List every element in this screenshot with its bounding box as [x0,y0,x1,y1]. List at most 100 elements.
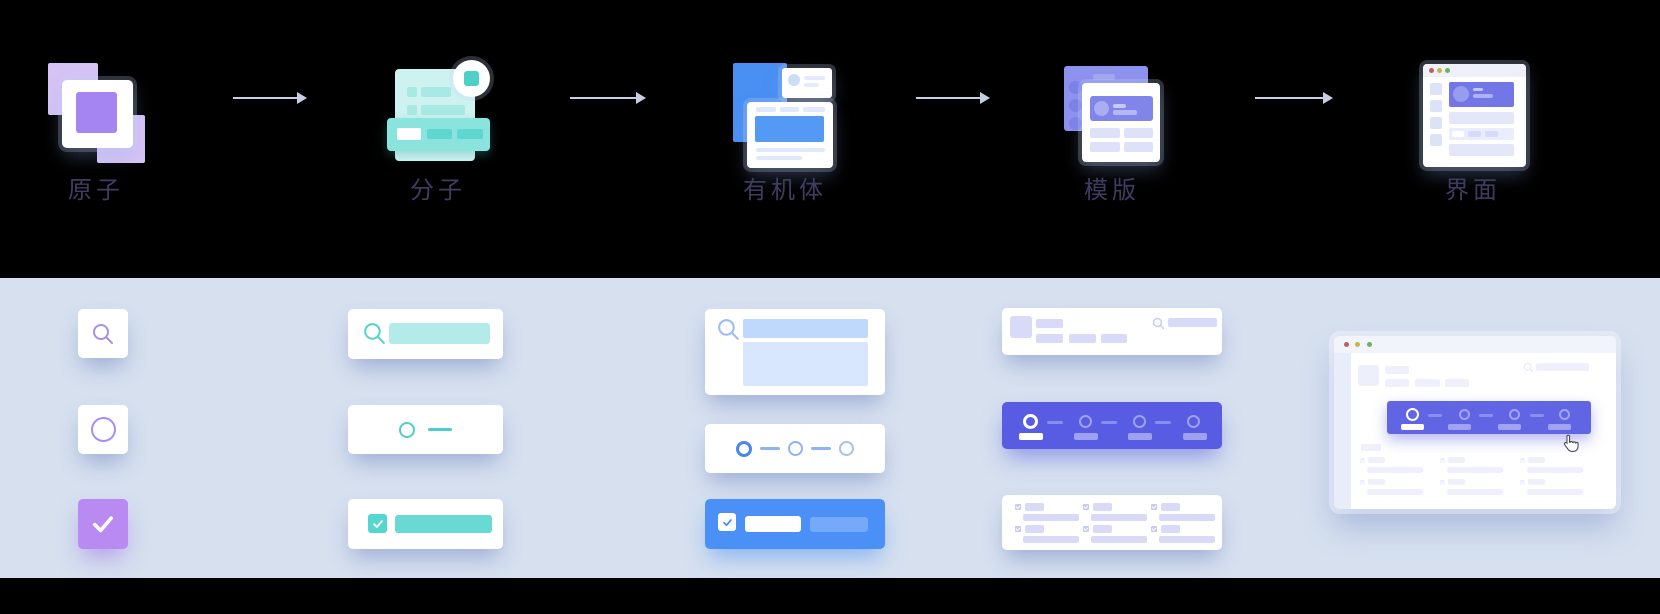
placeholder-row [1449,144,1514,156]
search-input-placeholder [1536,363,1589,371]
checkbox-icon [718,513,736,531]
page-stepper-bar[interactable] [1387,401,1591,434]
atom-core-square [76,92,117,133]
template-stepper-bar [1002,402,1222,449]
step-circle [1187,415,1200,428]
logo-placeholder [1358,365,1379,386]
atom-radio-card [78,405,128,454]
placeholder-bar [1448,457,1465,463]
placeholder-bar [804,83,819,87]
placeholder-bar [1448,479,1465,485]
placeholder-circle [1069,81,1082,94]
step-connector [1479,414,1493,417]
search-icon [1152,317,1165,330]
organism-hero-block [755,116,824,142]
organism-stepper-card [705,424,885,473]
step-connector [1428,414,1442,417]
stage-label-organisms: 有机体 [743,177,827,204]
checkbox-icon [368,514,387,533]
sidebar-item [1430,83,1442,95]
placeholder-bar [1023,536,1079,543]
examples-section [0,278,1660,578]
hand-cursor-icon [1563,434,1579,452]
placeholder-bar [1473,88,1483,91]
placeholder-circle [1069,99,1082,112]
stage-label-pages: 界面 [1445,177,1501,204]
nav-item-bar [1445,379,1469,387]
step-circle-active [1023,414,1038,429]
flow-arrow-icon [570,92,646,104]
step-circle [1133,415,1146,428]
placeholder-bar [1023,514,1079,521]
placeholder-bar [1368,479,1385,485]
checkbox-icon [1083,504,1089,510]
placeholder-bar [1528,457,1545,463]
window-close-dot[interactable] [1344,342,1349,347]
placeholder-bar [1036,319,1063,328]
placeholder-bar [421,87,451,97]
window-minimize-dot [1437,68,1442,73]
dropdown-panel [743,342,868,386]
step-circle [1559,409,1570,420]
logo-placeholder [1010,316,1032,338]
placeholder-cell [1124,142,1153,152]
template-checklist-card [1002,495,1222,550]
organism-mini-card [782,68,832,98]
stage-label-molecules: 分子 [410,177,466,204]
placeholder-pill [1452,131,1464,137]
placeholder-bar [756,156,802,160]
placeholder-bar [1527,467,1583,473]
step-connector [1155,421,1171,424]
nav-item-bar [1415,379,1440,387]
checkmark-icon [372,519,383,528]
checkbox-icon [1440,458,1445,463]
step-connector [811,447,831,450]
step-circle [1459,409,1470,420]
placeholder-bar [1527,489,1583,495]
placeholder-bar [1093,525,1112,533]
template-front-card [1082,83,1160,162]
nav-item-bar [1036,334,1063,343]
checkbox-icon [1015,504,1021,510]
placeholder-bar [1093,503,1112,511]
placeholder-row [1449,112,1514,124]
placeholder-pill [457,129,483,139]
placeholder-bar [421,105,465,115]
radio-label-bar [428,428,452,431]
search-icon [364,323,385,344]
organism-checkbox-banner-card [705,499,885,549]
placeholder-pill [397,128,421,140]
placeholder-bar [1161,503,1180,511]
placeholder-bar [1528,479,1545,485]
step-label-bar [1548,424,1571,430]
placeholder-bar [1091,514,1147,521]
atom-checkbox-card [78,499,128,549]
window-maximize-dot[interactable] [1367,342,1372,347]
stage-templates: 模版 [1032,0,1192,278]
search-input-placeholder [1168,318,1217,327]
window-maximize-dot [1445,68,1450,73]
organism-main-card [747,102,833,168]
step-circle [1509,409,1520,420]
checkbox-icon [1520,480,1525,485]
sidebar-item [1430,134,1442,146]
step-circle-active [1406,408,1419,421]
step-label-bar-active [1401,424,1424,430]
step-connector [1047,421,1063,424]
checkmark-icon [92,516,114,533]
window-titlebar [1334,336,1616,353]
template-header-block [1090,96,1153,121]
stage-organisms: 有机体 [705,0,865,278]
placeholder-bar [1159,536,1215,543]
avatar [788,74,800,86]
window-minimize-dot[interactable] [1355,342,1360,347]
placeholder-cell [1090,142,1120,152]
window-close-dot [1429,68,1434,73]
template-navbar-card [1002,308,1222,355]
checkbox-icon [1520,458,1525,463]
sidebar-item [1430,117,1442,129]
checkmark-icon [722,518,732,526]
checkbox-icon [1151,526,1157,532]
organism-search-dropdown-card [705,309,885,395]
placeholder-cell [1090,128,1120,138]
